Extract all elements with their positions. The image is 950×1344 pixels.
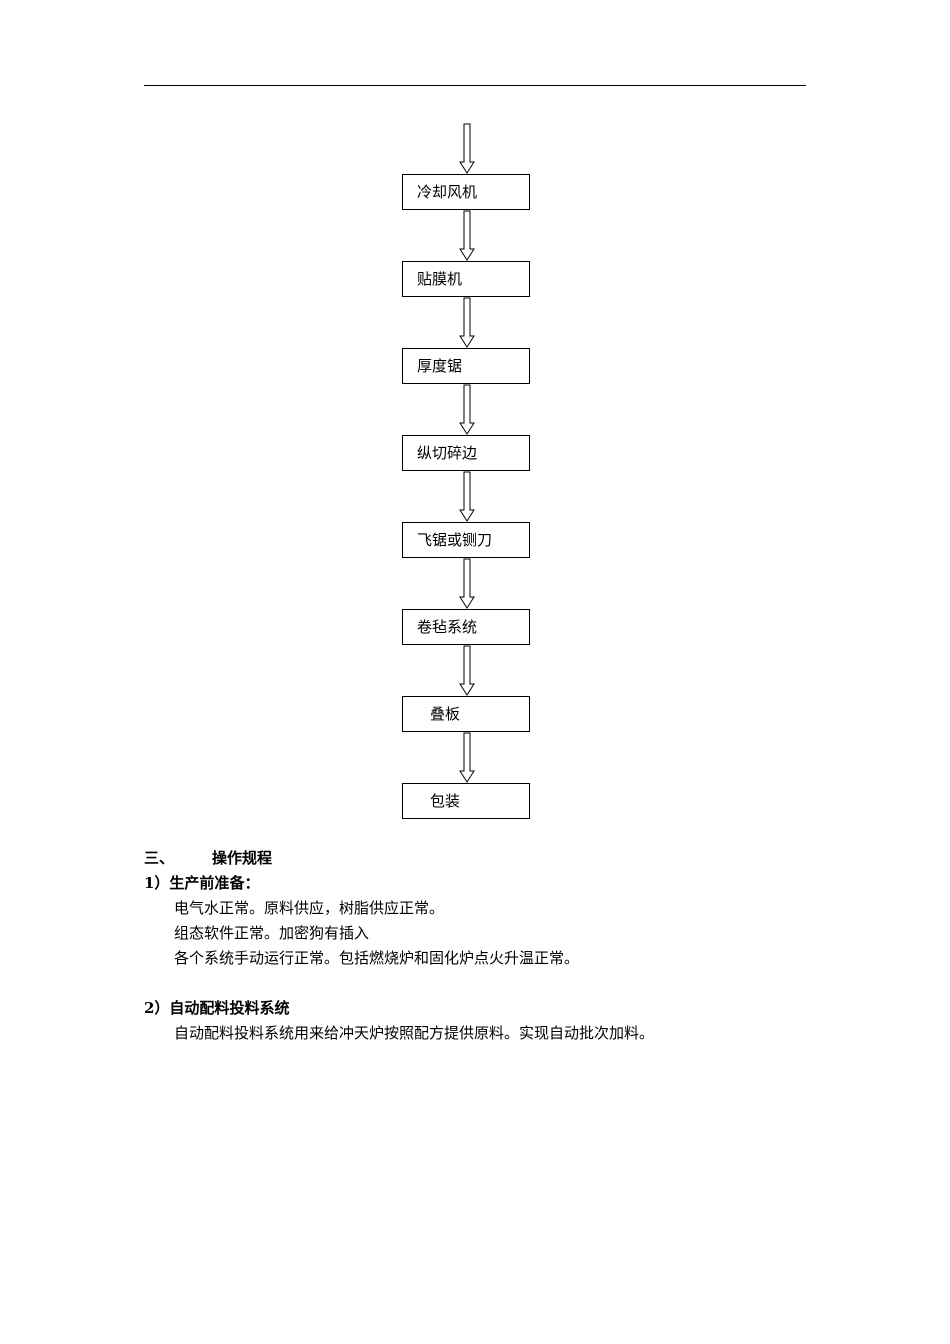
subsection-heading-1: 1）生产前准备：: [144, 874, 260, 892]
flow-step-flying-saw: 飞锯或铡刀: [402, 522, 530, 558]
section-number: 三、: [144, 849, 175, 867]
flow-step-cooling-fan: 冷却风机: [402, 174, 530, 210]
down-arrow-icon: [459, 123, 475, 174]
down-arrow-icon: [459, 471, 475, 522]
down-arrow-icon: [459, 384, 475, 435]
section-heading: 三、 操作规程: [144, 848, 272, 868]
section-title: 操作规程: [212, 849, 273, 867]
header-rule: [144, 85, 806, 86]
flow-step-packaging: 包装: [402, 783, 530, 819]
flow-step-laminating-machine: 贴膜机: [402, 261, 530, 297]
flow-step-stacking: 叠板: [402, 696, 530, 732]
paragraph-line: 组态软件正常。加密狗有插入: [174, 924, 370, 942]
flow-step-edge-slitting: 纵切碎边: [402, 435, 530, 471]
paragraph-line: 各个系统手动运行正常。包括燃烧炉和固化炉点火升温正常。: [174, 949, 580, 967]
down-arrow-icon: [459, 558, 475, 609]
subsection-heading-2: 2）自动配料投料系统: [144, 999, 290, 1017]
down-arrow-icon: [459, 645, 475, 696]
down-arrow-icon: [459, 210, 475, 261]
flow-step-roll-system: 卷毡系统: [402, 609, 530, 645]
paragraph-line: 自动配料投料系统用来给冲天炉按照配方提供原料。实现自动批次加料。: [174, 1024, 655, 1042]
paragraph-line: 电气水正常。原料供应，树脂供应正常。: [174, 899, 445, 917]
down-arrow-icon: [459, 297, 475, 348]
down-arrow-icon: [459, 732, 475, 783]
flow-step-thickness-saw: 厚度锯: [402, 348, 530, 384]
